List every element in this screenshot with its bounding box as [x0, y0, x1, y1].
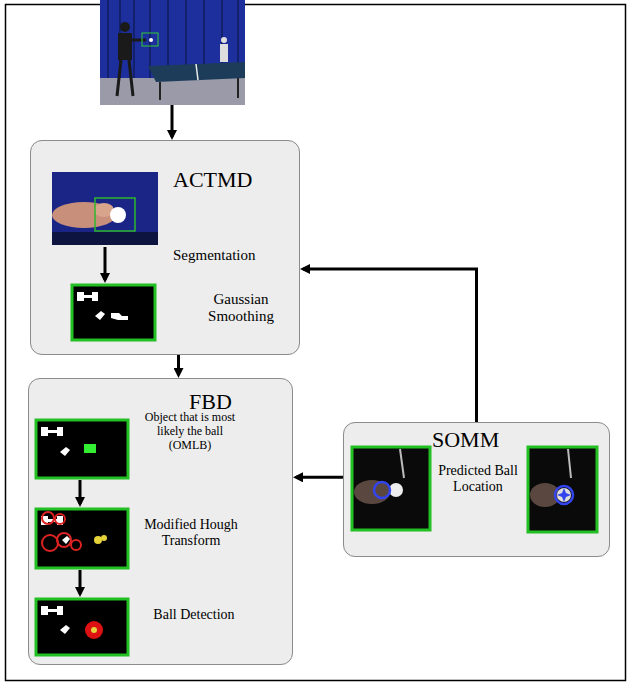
ball-candidate — [94, 536, 102, 544]
curtain — [100, 0, 245, 105]
ball-candidate — [84, 444, 96, 453]
player-arm — [131, 39, 146, 42]
ball — [110, 207, 126, 223]
ball-window — [142, 33, 158, 46]
frame-ground — [352, 447, 430, 530]
player-leg — [129, 60, 133, 96]
player-body — [118, 33, 132, 60]
predicted-mark — [374, 482, 390, 498]
blob — [60, 447, 70, 456]
input-arrow — [171, 105, 174, 137]
far-player-head — [221, 37, 227, 43]
photo-ground — [52, 172, 158, 245]
module-title: ACTMD — [173, 167, 283, 192]
table-leg — [237, 78, 239, 98]
table-top — [148, 62, 245, 82]
hough-circles — [42, 512, 81, 551]
blob — [95, 311, 105, 320]
table-leg — [159, 82, 161, 100]
mask-ground — [36, 599, 128, 655]
detected-ball — [85, 621, 103, 639]
step-label: Object that is most likely the ball (OML… — [135, 411, 245, 452]
blob — [60, 625, 70, 634]
mask-ground — [72, 285, 155, 340]
hand — [52, 202, 116, 228]
mask-ground — [36, 420, 128, 478]
racket-edge — [568, 449, 571, 478]
step-arrow — [79, 480, 82, 504]
player-leg — [117, 60, 121, 96]
step-label: Modified Hough Transform — [137, 517, 245, 549]
step-label: Gaussian Smoothing — [191, 291, 291, 326]
page-frame — [6, 5, 626, 681]
table-edge — [52, 232, 158, 245]
blob — [62, 536, 70, 544]
step-label: Predicted Ball Location — [437, 463, 519, 495]
mask-ground — [36, 509, 128, 568]
module-box: SOMM Predicted Ball Location — [343, 422, 610, 557]
circle-mark — [71, 540, 81, 550]
ball-window — [95, 198, 135, 231]
table-net — [196, 64, 198, 80]
flow-arrow — [177, 355, 180, 375]
step-arrow — [79, 570, 82, 594]
predicted-star — [557, 488, 571, 502]
flow-arrow — [303, 269, 477, 422]
prediction-frame — [528, 447, 597, 532]
omlb-mask — [36, 420, 128, 478]
segmentation-photo — [52, 172, 158, 245]
fold — [107, 0, 109, 78]
player-head — [120, 22, 130, 32]
step-label: Segmentation — [173, 247, 288, 264]
hand — [354, 480, 390, 504]
ball — [557, 488, 571, 502]
ball — [149, 38, 153, 42]
module-box: ACTMD SegmentationGaussian Smoothing — [30, 140, 300, 355]
circle-mark — [57, 533, 71, 547]
circle-mark — [42, 512, 54, 524]
prediction-frame — [352, 447, 430, 530]
blob — [41, 427, 63, 436]
input-photo — [100, 0, 245, 105]
step-arrow — [104, 247, 107, 280]
frame-ground — [528, 447, 597, 532]
player-limbs — [117, 40, 146, 96]
table-legs — [160, 78, 238, 100]
blob — [111, 313, 128, 320]
ball-candidate — [101, 535, 107, 541]
smoothed-mask — [72, 285, 155, 340]
ball-center — [91, 627, 97, 633]
module-title: SOMM — [432, 427, 522, 452]
circle-mark — [42, 535, 58, 551]
circle-mark — [55, 514, 65, 524]
racket-edge — [400, 449, 404, 478]
step-label: Ball Detection — [149, 607, 239, 623]
blob — [41, 606, 63, 615]
predicted-mark — [555, 486, 573, 504]
flow-arrow — [296, 476, 343, 479]
hough-mask — [36, 509, 128, 568]
blob — [77, 292, 98, 301]
floor — [100, 78, 245, 105]
detection-mask — [36, 599, 128, 655]
module-box: FBDObject that is most likely the ball (… — [28, 378, 293, 665]
far-player — [220, 44, 228, 62]
